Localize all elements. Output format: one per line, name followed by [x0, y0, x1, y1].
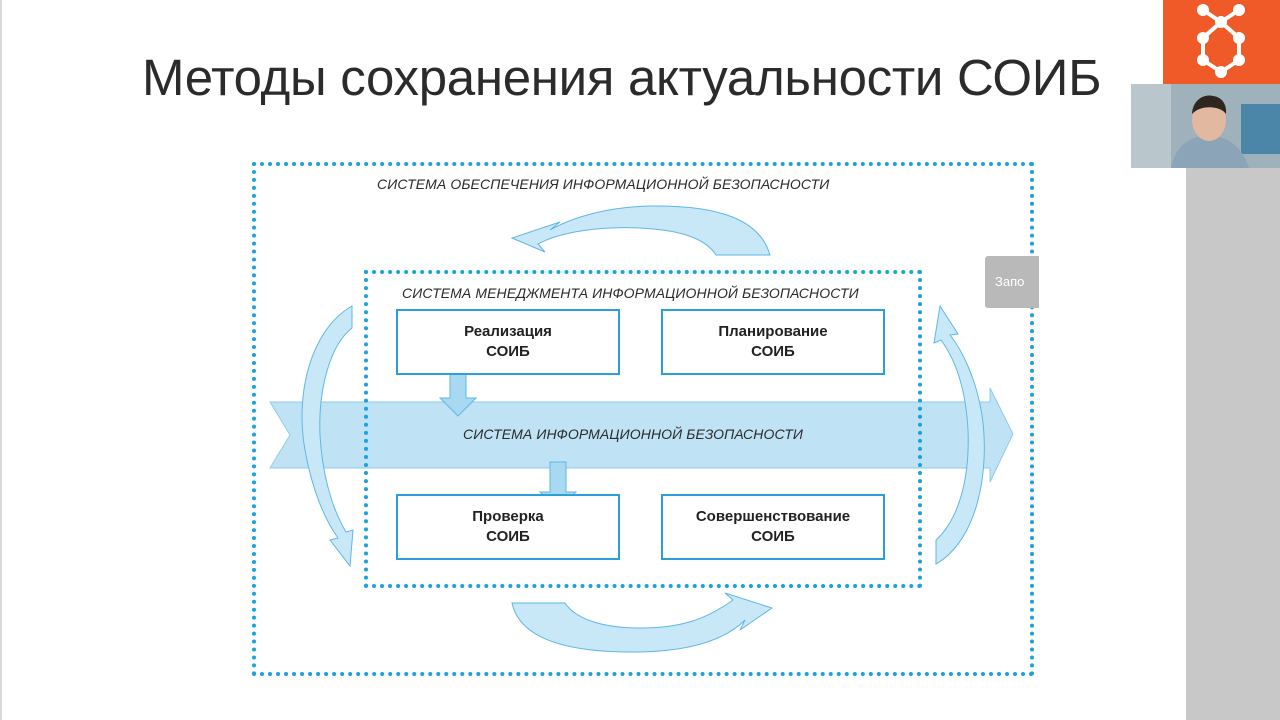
box-check-line2: СОИБ: [486, 528, 530, 545]
slide-title: Методы сохранения актуальности СОИБ: [142, 49, 1102, 106]
network-logo-icon: [1197, 4, 1245, 78]
presenter-video-image: [1131, 84, 1280, 168]
box-implementation: Реализация СОИБ: [396, 309, 620, 375]
right-gray-panel: [1186, 168, 1280, 720]
save-button[interactable]: Запо: [985, 256, 1039, 308]
window-left-edge: [0, 0, 2, 720]
box-implementation-line1: Реализация: [464, 323, 552, 340]
inner-frame-caption: СИСТЕМА МЕНЕДЖМЕНТА ИНФОРМАЦИОННОЙ БЕЗОП…: [402, 285, 859, 301]
box-planning-line2: СОИБ: [751, 343, 795, 360]
band-caption: СИСТЕМА ИНФОРМАЦИОННОЙ БЕЗОПАСНОСТИ: [463, 426, 803, 442]
box-improvement-line1: Совершенствование: [695, 508, 851, 525]
box-check-line1: Проверка: [472, 508, 544, 525]
box-planning-line1: Планирование: [718, 323, 828, 340]
box-improvement-line2: СОИБ: [751, 528, 795, 545]
box-check: Проверка СОИБ: [396, 494, 620, 560]
outer-system-frame: [252, 162, 1034, 676]
outer-frame-caption: СИСТЕМА ОБЕСПЕЧЕНИЯ ИНФОРМАЦИОННОЙ БЕЗОП…: [377, 176, 830, 192]
box-improvement: Совершенствование СОИБ: [661, 494, 885, 560]
box-implementation-line2: СОИБ: [486, 343, 530, 360]
brand-logo: [1163, 0, 1280, 84]
inner-management-frame: [364, 270, 922, 588]
box-planning: Планирование СОИБ: [661, 309, 885, 375]
webcam-video: [1131, 84, 1280, 168]
